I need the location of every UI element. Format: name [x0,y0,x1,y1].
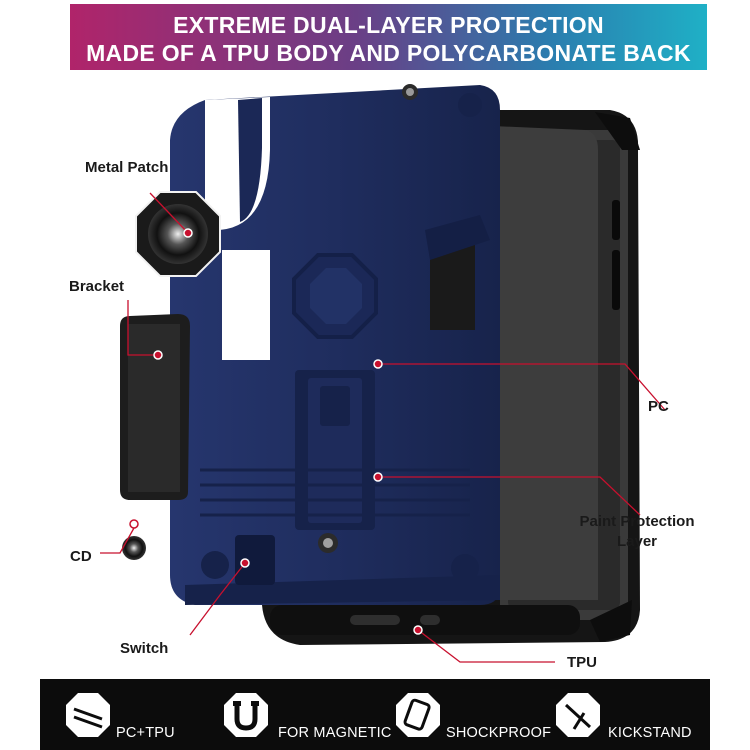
pc-case [170,84,500,605]
feature-magnetic: FOR MAGNETIC [216,679,391,750]
feature-kickstand: KICKSTAND [548,679,708,750]
label-tpu: TPU [567,654,597,671]
label-paint-line-1: Paint Protection [579,513,695,530]
cd-part [122,536,146,560]
feature-shockproof-label: SHOCKPROOF [446,725,552,741]
label-paint-line-2: Layer [616,533,658,550]
feature-shockproof: SHOCKPROOF [388,679,551,750]
paint-protection-layer [470,125,598,600]
feature-bar: PC+TPU FOR MAGNETIC SHOCKPROOF KICKSTAND [40,679,710,750]
headline-line-2: MADE OF A TPU BODY AND POLYCARBONATE BAC… [86,40,691,66]
magnet-icon [224,693,268,737]
label-switch: Switch [120,640,169,657]
feature-kickstand-label: KICKSTAND [608,725,692,741]
feature-magnetic-label: FOR MAGNETIC [278,725,392,741]
kickstand-icon [556,693,600,737]
callout-dots [153,228,423,635]
cd-callout-dot [129,519,139,529]
label-metal-patch: Metal Patch [85,159,169,176]
bracket-part [120,314,190,500]
label-cd: CD [70,548,92,565]
pc-tpu-icon [66,693,110,737]
label-paint-protection: Paint Protection Layer [572,512,702,552]
metal-patch-part [135,191,221,277]
shockproof-icon [396,693,440,737]
label-pc: PC [648,398,669,415]
callout-lines [100,192,666,663]
headline-line-1: EXTREME DUAL-LAYER PROTECTION [173,12,604,38]
feature-pc-tpu-label: PC+TPU [116,725,175,741]
label-bracket: Bracket [69,278,125,295]
feature-pc-tpu: PC+TPU [58,679,208,750]
headline-banner: EXTREME DUAL-LAYER PROTECTION MADE OF A … [70,4,707,70]
product-exploded-view [100,84,666,663]
